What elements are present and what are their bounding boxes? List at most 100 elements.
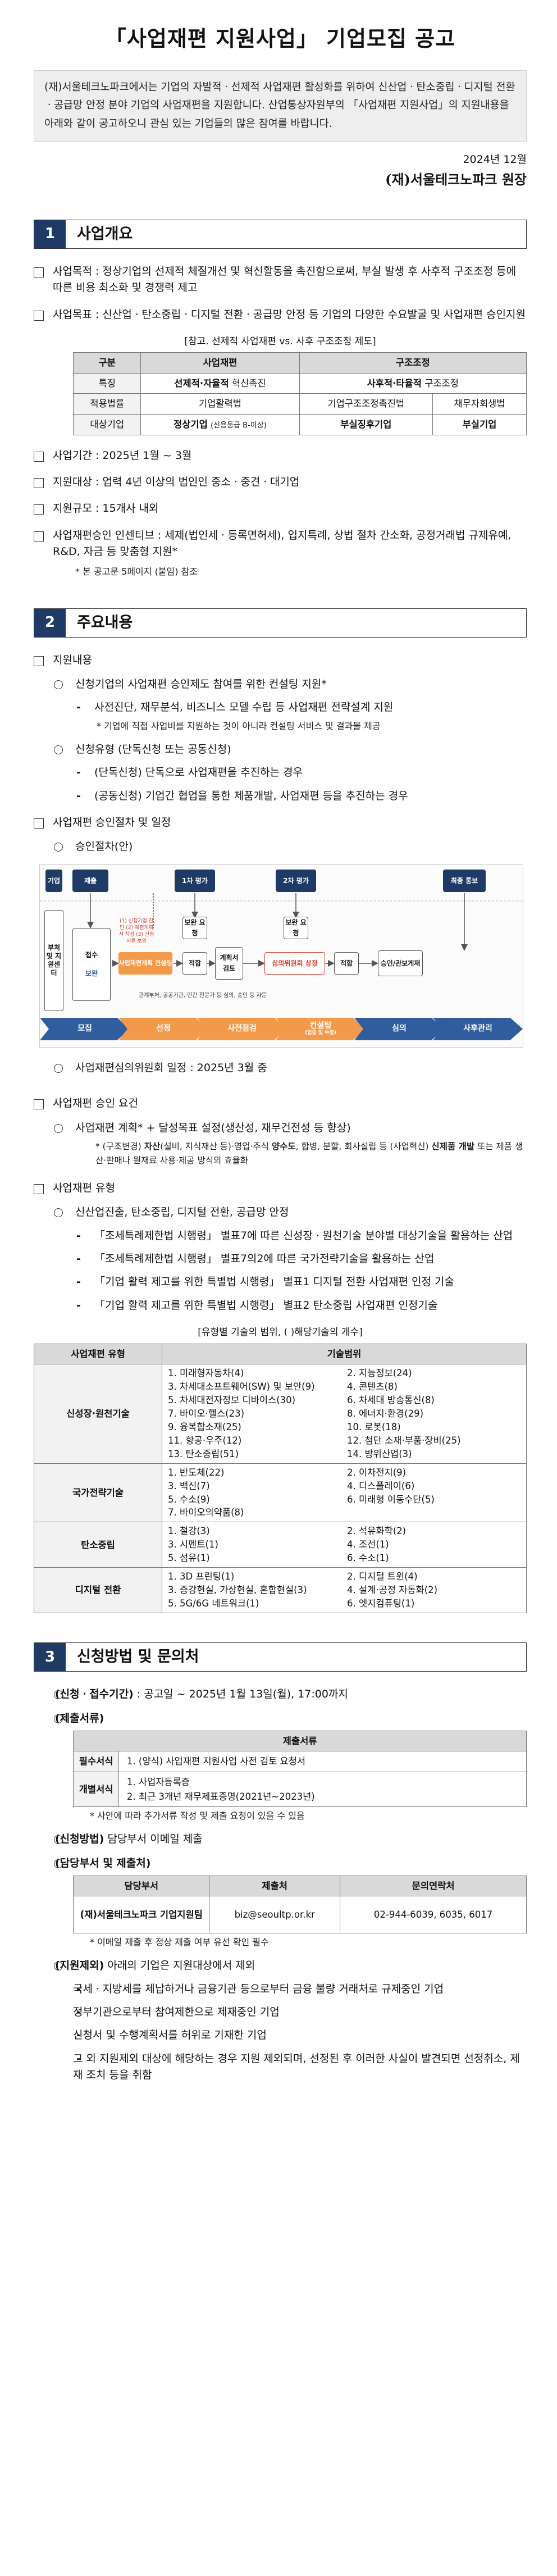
contact-email[interactable]: biz@seoultp.or.kr — [209, 1896, 341, 1934]
tech-item: 3. 시멘트(1) — [168, 1539, 218, 1550]
tech-item: 10. 로봇(18) — [347, 1421, 401, 1432]
exclusion-item: 정부기관으로부터 참여제한으로 제재중인 기업 — [34, 2004, 527, 2021]
tech-item: 6. 차세대 방송통신(8) — [347, 1395, 435, 1406]
apply-period-text: : 공고일 ~ 2025년 1월 13일(월), 17:00까지 — [133, 1687, 348, 1700]
docs-heading: (제출서류) — [34, 1710, 527, 1727]
approval-req-plan: 사업재편 계획* + 달성목표 설정(생산성, 재무건전성 등 향상) — [34, 1120, 527, 1136]
table-cell: 사후적·타율적 구조조정 — [299, 372, 527, 394]
tech-item: 2. 이차전지(9) — [347, 1467, 407, 1478]
tech-table-caption: [유형별 기술의 범위, ( )해당기술의 개수] — [198, 1327, 363, 1339]
tech-category: 탄소중립 — [33, 1522, 163, 1568]
apply-method-text: 담당부서 이메일 제출 — [104, 1832, 203, 1845]
tech-item: 14. 방위산업(3) — [347, 1448, 412, 1459]
tech-item: 2. 석유화학(2) — [347, 1526, 407, 1537]
tech-item: 7. 바이오의약품(8) — [168, 1507, 244, 1518]
announce-date: 2024년 12월 — [463, 153, 527, 166]
apply-period-label: (신청ㆍ접수기간) — [55, 1687, 134, 1700]
compare-table-caption: [참고. 선제적 사업재편 vs. 사후 구조조정 제도] — [184, 335, 376, 347]
docs-label: 개별서식 — [73, 1771, 119, 1808]
step-recruit: 모집 — [40, 1017, 130, 1040]
exclusion-text: 신청서 및 수행계획서를 허위로 기재한 기업 — [73, 2029, 267, 2042]
section-header-main: 2 주요내용 — [34, 608, 527, 638]
compare-table: 구분 사업재편 구조조정 특징 선제적·자율적 혁신촉진 사후적·타율적 구조조… — [73, 352, 527, 435]
restructure-type-fields: 신산업진출, 탄소중립, 디지털 전환, 공급망 안정 — [34, 1204, 527, 1221]
lane-company: 기업 — [45, 869, 62, 892]
tech-item: 3. 차세대소프트웨어(SW) 및 보안(9) — [168, 1381, 315, 1392]
table-row: 대상기업 정상기업 (신용등급 B-이상) 부실징후기업 부실기업 — [73, 413, 527, 435]
support-consult-note: * 기업에 직접 사업비를 지원하는 것이 아니라 컨설팅 서비스 및 결과물 … — [97, 720, 381, 731]
tech-item: 1. 미래형자동차(4) — [168, 1368, 244, 1379]
tech-item: 4. 디스플레이(6) — [347, 1480, 415, 1491]
restructure-type-heading: 사업재편 유형 — [34, 1180, 527, 1196]
support-heading: 지원내용 — [34, 652, 527, 668]
restructure-type-d2: 「조세특례제한법 시행령」 별표7의2에 따른 국가전략기술을 활용하는 산업 — [34, 1251, 527, 1268]
table-cell: 선제적·자율적 혁신촉진 — [140, 372, 300, 394]
overview-goal: 사업목표 : 신산업ㆍ탄소중립ㆍ디지털 전환ㆍ공급망 안정 등 기업의 다양한 … — [34, 307, 527, 323]
table-header: 제출처 — [209, 1875, 341, 1897]
table-header: 기술범위 — [162, 1343, 527, 1365]
cell-text: 구조조정 — [424, 377, 459, 389]
exclusion-item: 신청서 및 수행계획서를 허위로 기재한 기업 — [34, 2027, 527, 2044]
tech-item: 5. 수소(9) — [168, 1494, 210, 1505]
tech-item: 2. 지능정보(24) — [347, 1368, 412, 1379]
table-row: 구분 사업재편 구조조정 — [73, 352, 527, 374]
docs-value: 1. 사업자등록증 2. 최근 3개년 재무제표증명(2021년~2023년) — [118, 1771, 527, 1808]
exclusion-text: 그 외 지원제외 대상에 해당하는 경우 지원 제외되며, 선정된 후 이러한 … — [73, 2052, 520, 2082]
contact-table: 담당부서 제출처 문의연락처 (재)서울테크노파크 기업지원팀 biz@seou… — [73, 1875, 527, 1934]
apply-type-joint: (공동신청) 기업간 협업을 통한 제품개발, 사업재편 등을 추진하는 경우 — [34, 788, 527, 805]
req-note-m1: (설비, 지식재산 등)·영업·주식 — [160, 1141, 272, 1152]
docs-line: 1. (양식) 사업재편 지원사업 사전 검토 요청서 — [126, 1756, 306, 1767]
incentive-note: * 본 공고문 5페이지 (붙임) 참조 — [75, 566, 198, 577]
section-title: 주요내용 — [77, 613, 133, 631]
section-header-apply: 3 신청방법 및 문의처 — [34, 1642, 527, 1672]
cell-bold: 부실기업 — [462, 418, 497, 430]
flow-approve: 승인/관보게재 — [378, 950, 423, 976]
table-row: 개별서식 1. 사업자등록증 2. 최근 3개년 재무제표증명(2021년~20… — [73, 1771, 527, 1808]
exclusion-heading-text: 아래의 기업은 지원대상에서 제외 — [104, 1959, 255, 1972]
restructure-type-d3: 「기업 활력 제고를 위한 특별법 시행령」 별표1 디지털 전환 사업재편 인… — [34, 1274, 527, 1291]
tech-item: 4. 설계·공정 자동화(2) — [347, 1585, 438, 1596]
section-title: 신청방법 및 문의처 — [77, 1648, 199, 1666]
tech-items: 1. 3D 프린팅(1) 2. 디지털 트윈(4) 3. 증강현실, 가상현실,… — [162, 1567, 527, 1613]
tech-item: 3. 증강현실, 가상현실, 혼합현실(3) — [168, 1585, 307, 1596]
table-header: 사업재편 유형 — [33, 1343, 163, 1365]
overview-scale: 지원규모 : 15개사 내외 — [34, 500, 527, 517]
intro-box: (재)서울테크노파크에서는 기업의 자발적ㆍ선제적 사업재편 활성화를 위하여 … — [34, 70, 527, 142]
step-deliberation: 심의 — [354, 1017, 444, 1040]
docs-note: * 사안에 따라 추가서류 작성 및 제출 요청이 있을 수 있음 — [90, 1810, 305, 1822]
flow-bottom-note: 관계부처, 공공기관, 민간 전문가 등 심의, 승인 등 자문 — [138, 993, 267, 999]
tech-item: 1. 철강(3) — [168, 1526, 210, 1537]
step-select: 선정 — [118, 1017, 208, 1040]
cell-bold: 사후적·타율적 — [367, 377, 422, 389]
support-consult-detail: 사전진단, 재무분석, 비즈니스 모델 수립 등 사업재편 전략설계 지원 — [34, 699, 527, 716]
step-consulting-label: 컨설팅 — [309, 1021, 332, 1031]
contact-heading: (담당부서 및 제출처) — [34, 1855, 527, 1872]
req-note-b3: 신제품 개발 — [431, 1141, 475, 1152]
apply-type-single: (단독신청) 단독으로 사업재편을 추진하는 경우 — [34, 764, 527, 781]
support-consult: 신청기업의 사업재편 승인제도 참여를 위한 컨설팅 지원* — [34, 676, 527, 693]
flow-receive: 접수 보완 — [72, 927, 111, 1001]
page: 「사업재편 지원사업」 기업모집 공고 (재)서울테크노파크에서는 기업의 자발… — [0, 0, 557, 2110]
tech-item: 8. 에너지·환경(29) — [347, 1408, 424, 1419]
supplement-label: 보완 — [85, 969, 98, 977]
exclusion-text: 국세ㆍ지방세를 체납하거나 금융기관 등으로부터 금융 불량 거래처로 규제중인… — [73, 1982, 444, 1995]
flow-connectors — [40, 893, 524, 967]
flow-plan-review: 계획서 검토 — [215, 946, 243, 980]
apply-method: (신청방법) 담당부서 이메일 제출 — [34, 1831, 527, 1847]
table-row: 특징 선제적·자율적 혁신촉진 사후적·타율적 구조조정 — [73, 372, 527, 394]
tech-item: 5. 섬유(1) — [168, 1553, 210, 1564]
exclusion-text: 정부기관으로부터 참여제한으로 제재중인 기업 — [73, 2005, 280, 2018]
approval-req-heading: 사업재편 승인 요건 — [34, 1095, 527, 1112]
table-cell: 특징 — [73, 372, 141, 394]
tech-items: 1. 미래형자동차(4) 2. 지능정보(24) 3. 차세대소프트웨어(SW)… — [162, 1364, 527, 1464]
exclusion-heading-label: (지원제외) — [55, 1959, 104, 1972]
section-header-overview: 1 사업개요 — [34, 219, 527, 249]
flow-supp-req1: 보완 요청 — [182, 916, 207, 939]
section-number: 3 — [34, 1642, 66, 1671]
flow-fit: 적합 — [334, 952, 359, 975]
exclusion-item: 그 외 지원제외 대상에 해당하는 경우 지원 제외되며, 선정된 후 이러한 … — [34, 2051, 527, 2084]
req-note-pre: * (구조변경) — [95, 1141, 144, 1152]
tech-item: 1. 반도체(22) — [168, 1467, 225, 1478]
tech-items: 1. 철강(3) 2. 석유화학(2) 3. 시멘트(1) 4. 조선(1) 5… — [162, 1522, 527, 1568]
table-cell: 기업활력법 — [140, 393, 300, 415]
